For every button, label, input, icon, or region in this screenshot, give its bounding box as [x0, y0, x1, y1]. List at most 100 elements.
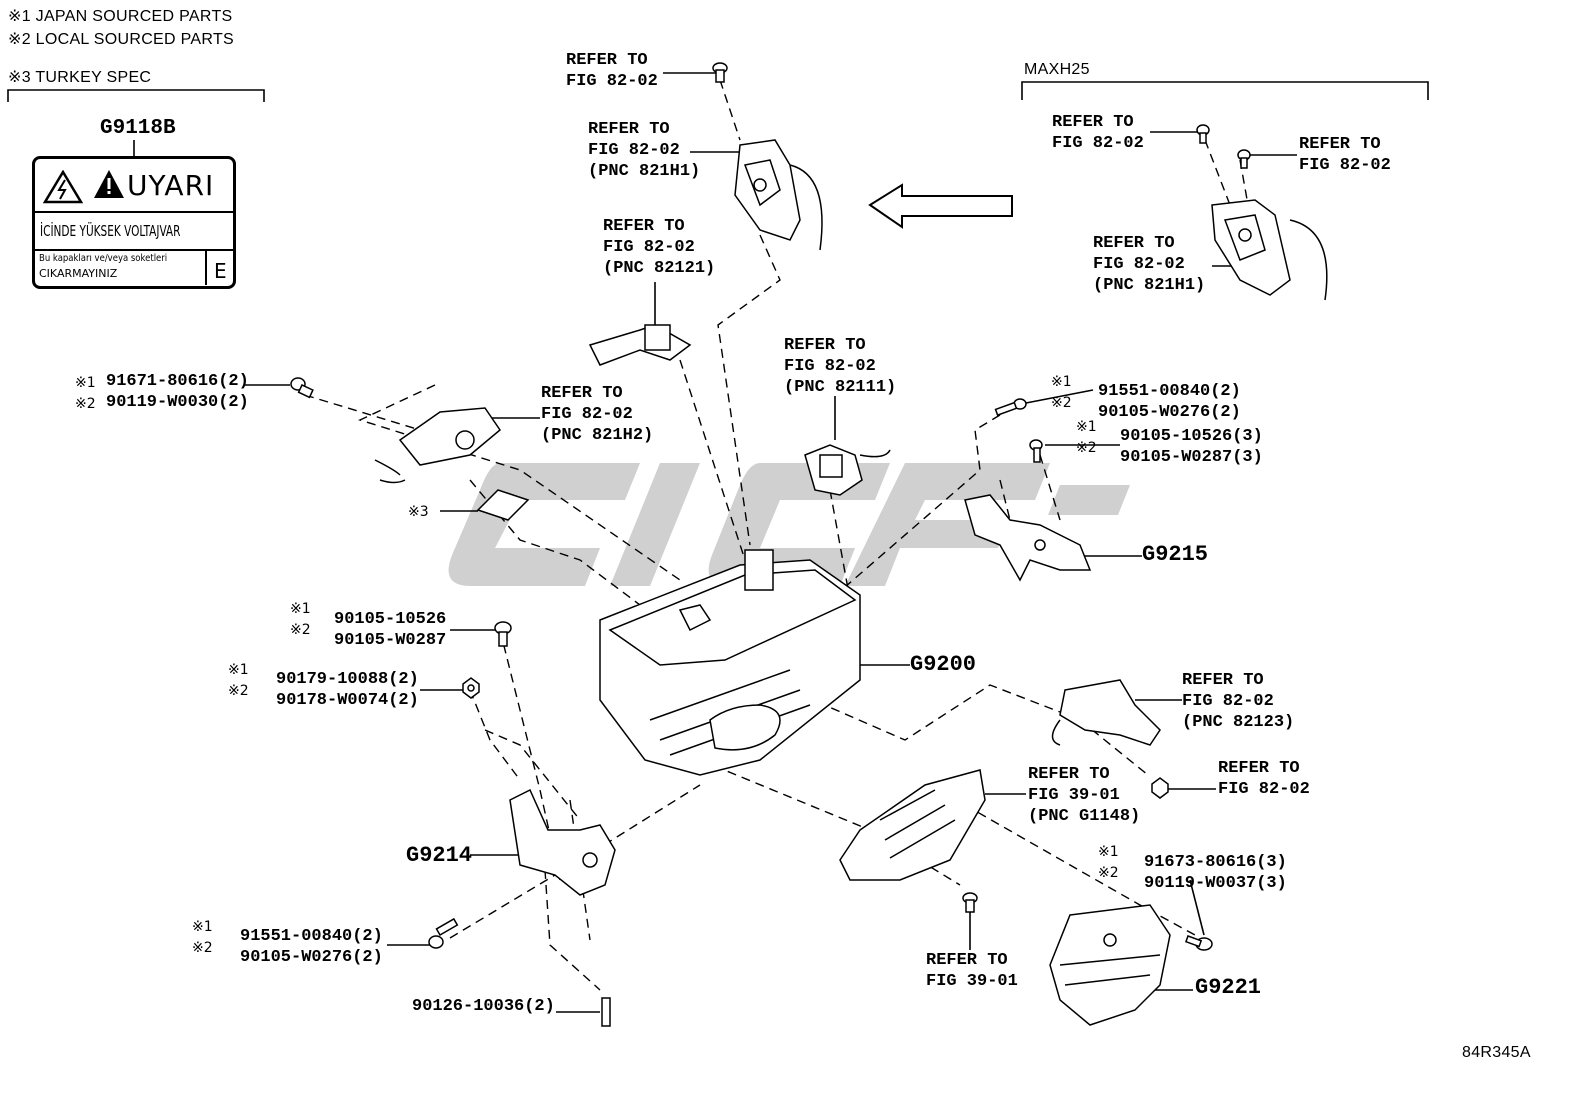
shock-hazard-icon [43, 170, 83, 204]
ref-rt-c-line3: (PNC 821H1) [1093, 276, 1206, 295]
ref-rt-c-line1: REFER TO [1093, 234, 1175, 253]
label-letter: E [214, 259, 227, 283]
label-code-g9118b: G9118B [100, 117, 176, 140]
ref-g1148-line2: FIG 39-01 [1028, 786, 1120, 805]
part-90126-10036: 90126-10036(2) [412, 997, 555, 1016]
connector-82111 [804, 444, 891, 496]
part-90119-w0037: 90119-W0037(3) [1144, 874, 1287, 893]
ref-82111-line3: (PNC 82111) [784, 378, 897, 397]
part-90179-10088: 90179-10088(2) [276, 670, 419, 689]
ref-821h1-line1: REFER TO [588, 120, 670, 139]
ref-82121-line2: FIG 82-02 [603, 238, 695, 257]
connector-821h1 [734, 139, 823, 251]
bolt-rt-b [1237, 149, 1251, 169]
mark-1: ※1 [75, 375, 96, 391]
ref-g1148-line3: (PNC G1148) [1028, 807, 1141, 826]
part-90105-10526: 90105-10526 [334, 610, 447, 629]
mark-2: ※2 [1076, 440, 1097, 456]
bolt-91551-bottom [428, 917, 459, 949]
ref-top-line1: REFER TO [566, 51, 648, 70]
ref-821h1-line2: FIG 82-02 [588, 141, 680, 160]
stud-90126 [601, 997, 611, 1027]
bracket-g9215 [964, 494, 1092, 582]
label-line2: Bu kapakları ve/veya soketleri [39, 253, 168, 264]
bolt-90105 [494, 621, 512, 647]
ref-82123-line3: (PNC 82123) [1182, 713, 1295, 732]
warning-triangle-icon [94, 170, 124, 198]
mark-1: ※1 [1051, 374, 1072, 390]
part-90105-w0287-3: 90105-W0287(3) [1120, 448, 1263, 467]
bolt-rt-a [1196, 124, 1210, 144]
figure-id: 84R345A [1462, 1044, 1531, 1061]
part-90105-10526-3: 90105-10526(3) [1120, 427, 1263, 446]
bolt-82-02-lower [1151, 777, 1169, 799]
mark-1: ※1 [228, 662, 249, 678]
warning-label: UYARI İCİNDE YÜKSEK VOLTAJVAR Bu kapakla… [32, 156, 236, 289]
mark-2: ※2 [192, 940, 213, 956]
ref-top-line2: FIG 82-02 [566, 72, 658, 91]
mark-2: ※2 [228, 683, 249, 699]
inverter-g9200 [599, 549, 861, 776]
ref-821h2-line1: REFER TO [541, 384, 623, 403]
ref-82121-line1: REFER TO [603, 217, 685, 236]
bolt-91551-top [994, 398, 1027, 417]
bolt-top [712, 62, 728, 83]
note-turkey-spec: ※3 TURKEY SPEC [8, 69, 152, 86]
ref-bolt-line2: FIG 82-02 [1218, 780, 1310, 799]
mark-1: ※1 [1076, 419, 1097, 435]
part-90105-w0287: 90105-W0287 [334, 631, 447, 650]
ref-3901-line1: REFER TO [926, 951, 1008, 970]
ref-821h2-line2: FIG 82-02 [541, 405, 633, 424]
ref-82111-line1: REFER TO [784, 336, 866, 355]
part-90105-w0276-bottom: 90105-W0276(2) [240, 948, 383, 967]
cover-g9221 [1049, 904, 1171, 1026]
code-g9215: G9215 [1142, 542, 1209, 567]
turkey-label [476, 489, 530, 521]
ref-82121-line3: (PNC 82121) [603, 259, 716, 278]
ref-rt-a-line2: FIG 82-02 [1052, 134, 1144, 153]
mark-2: ※2 [1098, 865, 1119, 881]
mark-2: ※2 [1051, 395, 1072, 411]
part-91551-00840-bottom: 91551-00840(2) [240, 927, 383, 946]
label-line1: İCİNDE YÜKSEK VOLTAJVAR [40, 222, 181, 240]
clip-82121 [588, 324, 692, 366]
bolt-90105-3 [1029, 439, 1043, 463]
ref-rt-b-line2: FIG 82-02 [1299, 156, 1391, 175]
connector-821h2 [374, 407, 502, 484]
connector-821h1-maxh25 [1211, 199, 1328, 301]
note-local-sourced: ※2 LOCAL SOURCED PARTS [8, 31, 234, 48]
part-91673-80616: 91673-80616(3) [1144, 853, 1287, 872]
bracket-g9214 [509, 788, 616, 896]
part-91551-00840-top: 91551-00840(2) [1098, 382, 1241, 401]
label-title: UYARI [127, 169, 215, 202]
bolt-91673 [1184, 935, 1213, 951]
ref-821h1-line3: (PNC 821H1) [588, 162, 701, 181]
ref-3901-line2: FIG 39-01 [926, 972, 1018, 991]
mark-1: ※1 [1098, 844, 1119, 860]
label-letter-box: E [205, 251, 235, 285]
cooler-g1148 [839, 769, 986, 881]
part-90178-w0074: 90178-W0074(2) [276, 691, 419, 710]
code-g9221: G9221 [1195, 975, 1262, 1000]
part-90119-w0030: 90119-W0030(2) [106, 393, 249, 412]
mark-2: ※2 [75, 396, 96, 412]
ref-82111-line2: FIG 82-02 [784, 357, 876, 376]
code-g9214: G9214 [406, 843, 473, 868]
label-line3: CIKARMAYINIZ [39, 267, 118, 280]
ref-rt-a-line1: REFER TO [1052, 113, 1134, 132]
note-japan-sourced: ※1 JAPAN SOURCED PARTS [8, 8, 233, 25]
mark-1: ※1 [290, 601, 311, 617]
variant-maxh25: MAXH25 [1024, 61, 1090, 78]
ref-821h2-line3: (PNC 821H2) [541, 426, 654, 445]
part-90105-w0276-top: 90105-W0276(2) [1098, 403, 1241, 422]
ref-rt-b-line1: REFER TO [1299, 135, 1381, 154]
bolt-91671 [290, 377, 314, 399]
nut-90179 [462, 677, 480, 699]
ref-bolt-line1: REFER TO [1218, 759, 1300, 778]
mark-1: ※1 [192, 919, 213, 935]
ref-g1148-line1: REFER TO [1028, 765, 1110, 784]
mark-3: ※3 [408, 504, 429, 520]
mark-2: ※2 [290, 622, 311, 638]
